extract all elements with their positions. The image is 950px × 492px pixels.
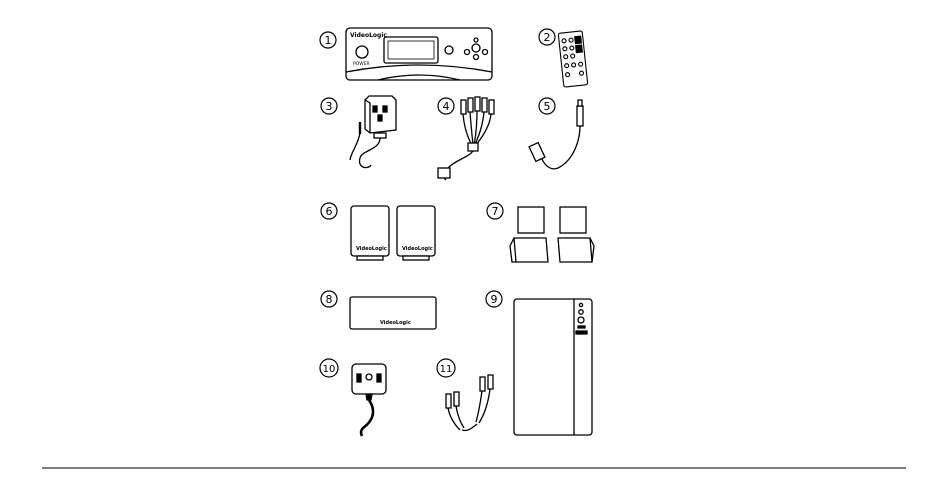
badge-4: 4 bbox=[438, 98, 454, 114]
badge-11: 11 bbox=[437, 359, 455, 377]
svg-text:4: 4 bbox=[443, 100, 450, 113]
rca-cable-illustration bbox=[529, 100, 583, 169]
mains-plug-illustration bbox=[352, 364, 386, 436]
badge-3: 3 bbox=[321, 98, 337, 114]
svg-text:7: 7 bbox=[492, 205, 499, 218]
svg-text:2: 2 bbox=[544, 31, 551, 44]
svg-text:5: 5 bbox=[544, 100, 551, 113]
remote-control-illustration bbox=[558, 31, 588, 87]
badge-10: 10 bbox=[320, 359, 338, 377]
svg-text:9: 9 bbox=[491, 293, 498, 306]
badge-7: 7 bbox=[487, 203, 503, 219]
stereo-rca-cable-illustration bbox=[446, 375, 493, 431]
main-unit-brand: VideoLogic bbox=[350, 32, 387, 39]
badge-2: 2 bbox=[539, 29, 555, 45]
speaker-stands-illustration bbox=[510, 207, 594, 262]
centre-speaker-brand: VideoLogic bbox=[380, 320, 411, 326]
satellite-left-brand: VideoLogic bbox=[356, 246, 387, 252]
svg-text:1: 1 bbox=[325, 34, 332, 47]
power-label: POWER bbox=[353, 61, 370, 67]
badge-6: 6 bbox=[321, 203, 337, 219]
svg-text:11: 11 bbox=[440, 364, 453, 375]
svg-text:6: 6 bbox=[326, 205, 333, 218]
badge-8: 8 bbox=[321, 291, 337, 307]
badge-5: 5 bbox=[539, 98, 555, 114]
badge-9: 9 bbox=[486, 291, 502, 307]
svg-text:8: 8 bbox=[326, 293, 333, 306]
power-adapter-illustration bbox=[350, 96, 396, 168]
satellite-right-brand: VideoLogic bbox=[402, 246, 433, 252]
svg-text:10: 10 bbox=[323, 364, 336, 375]
subwoofer-illustration bbox=[514, 299, 592, 435]
svg-text:3: 3 bbox=[326, 100, 333, 113]
badge-1: 1 bbox=[320, 32, 336, 48]
